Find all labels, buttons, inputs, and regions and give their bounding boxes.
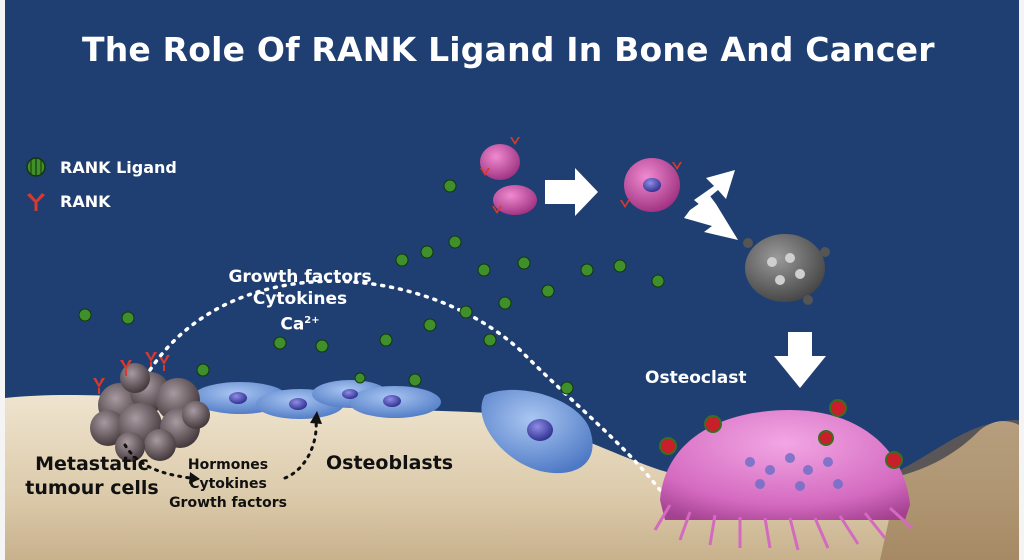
cytokines-top-label: Cytokines [252, 289, 348, 309]
feedback-loop-up [283, 418, 318, 480]
calcium-label: Ca2+ [220, 310, 380, 336]
osteoblast-cells [192, 380, 593, 474]
metastatic-line1: Metastatic [35, 453, 149, 475]
left-frame-border [0, 0, 5, 560]
growth-factors-top-label: Growth factors [228, 267, 372, 287]
legend-label-rank: RANK [60, 191, 111, 211]
rank-receptor-icon [27, 193, 45, 211]
metastatic-line2: tumour cells [25, 477, 159, 499]
feedback-loop [123, 443, 192, 480]
secreted-factors-label: Hormones Cytokines Growth factors [160, 456, 296, 513]
tumour-rank-receptors [93, 352, 170, 394]
calcium-text: Ca [280, 314, 305, 335]
calcium-superscript: 2+ [304, 315, 320, 326]
osteoclast-label: Osteoclast [645, 368, 747, 388]
osteoblasts-label: Osteoblasts [326, 452, 454, 474]
process-arrows [545, 168, 826, 388]
rank-ligand-icon [26, 157, 46, 177]
feedback-arrow-head-up [310, 411, 322, 424]
fused-precursor-cell [743, 234, 830, 305]
metastatic-tumour-label: Metastatic tumour cells [12, 452, 172, 500]
rank-ligand-particles [78, 179, 665, 395]
tumour-cells [90, 363, 210, 462]
hormones-label: Hormones [187, 457, 269, 473]
osteoclast-cell [653, 399, 914, 551]
page-title: The Role Of RANK Ligand In Bone And Canc… [82, 30, 935, 69]
osteoclast-precursors [480, 137, 682, 215]
signal-arc [148, 279, 662, 492]
bone-texture-right [880, 420, 1019, 560]
legend-label-rank-ligand: RANK Ligand [60, 157, 177, 177]
legend-item-rank: RANK [24, 184, 177, 218]
right-frame-border [1019, 0, 1024, 560]
growth-factors-bottom-label: Growth factors [169, 495, 287, 511]
legend-item-rank-ligand: RANK Ligand [24, 150, 177, 184]
legend: RANK Ligand RANK [24, 150, 177, 218]
released-factors-label: Growth factors Cytokines Ca2+ [220, 266, 380, 336]
cytokines-bottom-label: Cytokines [189, 476, 267, 492]
feedback-arrow-head [189, 472, 200, 484]
